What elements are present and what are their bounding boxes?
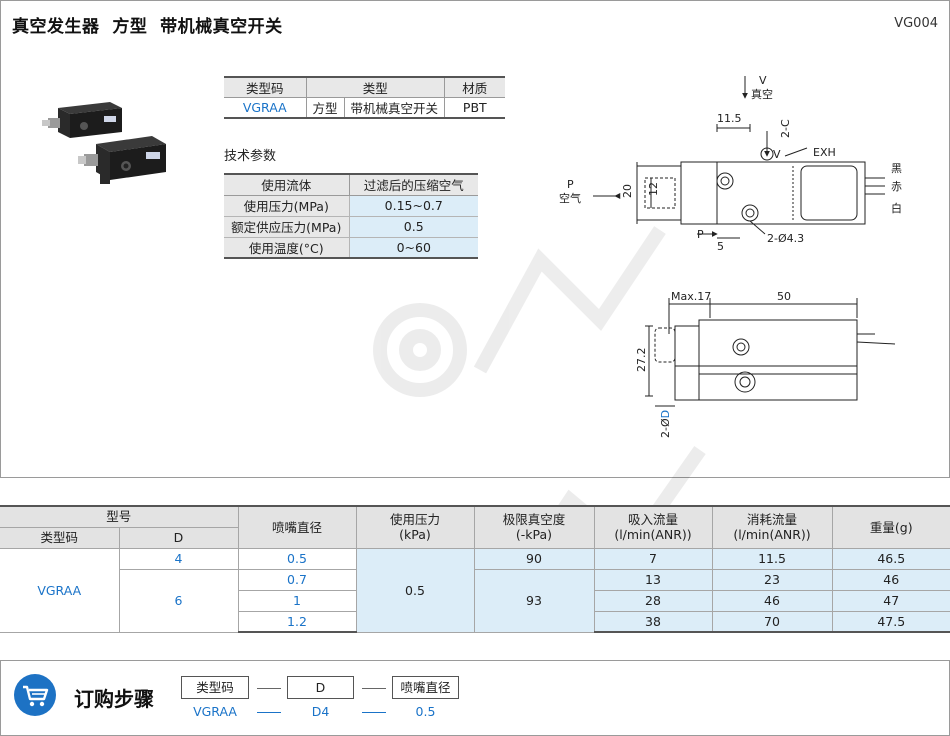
- col-vacuum: 极限真空度 (-kPa): [473, 505, 595, 549]
- col-suction: 吸入流量 (l/min(ANR)): [593, 505, 713, 549]
- spec-value: 0.5: [348, 216, 478, 238]
- suction-cell: 7: [593, 547, 713, 570]
- suction-cell: 28: [593, 589, 713, 612]
- material-header: 材质: [444, 76, 505, 98]
- spec-header-fluid: 使用流体: [224, 173, 349, 196]
- nozzle-cell: 1.2: [238, 610, 357, 633]
- spec-value: 0.15~0.7: [348, 195, 478, 217]
- col-consumption: 消耗流量 (l/min(ANR)): [711, 505, 833, 549]
- spec-header-fluid-value: 过滤后的压缩空气: [348, 173, 478, 196]
- col-pressure: 使用压力 (kPa): [355, 505, 475, 549]
- tech-params-label: 技术参数: [224, 149, 277, 164]
- product-unit-front: [78, 136, 166, 184]
- label-red: 赤: [891, 180, 902, 193]
- material-value: PBT: [444, 97, 505, 119]
- spec-value: 0~60: [348, 237, 478, 259]
- weight-cell: 47.5: [831, 610, 950, 633]
- order-example-nozzle: 0.5: [415, 704, 436, 719]
- order-example-connector: [362, 712, 386, 713]
- type-code-cell: VGRAA: [0, 547, 120, 633]
- d-cell: 6: [119, 568, 239, 633]
- dimension-drawing: V 真空 P 空气 11.5 2-C V EXH 黑 赤 白 20 12 P 5…: [559, 74, 902, 438]
- consumption-cell: 23: [711, 568, 833, 591]
- spec-key: 使用温度(°C): [224, 237, 349, 259]
- weight-cell: 47: [831, 589, 950, 612]
- type-switch-value: 带机械真空开关: [343, 97, 445, 119]
- dim-5: 5: [717, 240, 724, 253]
- consumption-cell: 11.5: [711, 547, 833, 570]
- label-air: 空气: [559, 191, 581, 205]
- label-exh: EXH: [813, 146, 836, 159]
- dim-2d-prefix: 2-Ø: [659, 418, 672, 438]
- col-type-code: 类型码: [0, 526, 120, 549]
- vacuum-cell: 90: [473, 547, 595, 570]
- dim-11-5: 11.5: [717, 112, 742, 125]
- order-box-nozzle: 喷嘴直径: [392, 676, 459, 699]
- suction-cell: 38: [593, 610, 713, 633]
- label-p: P: [567, 178, 574, 191]
- page-title: 真空发生器 方型 带机械真空开关: [12, 17, 283, 37]
- col-d: D: [118, 526, 238, 549]
- label-black: 黑: [891, 162, 902, 175]
- type-header: 类型: [305, 76, 445, 98]
- product-unit-back: [42, 102, 122, 138]
- label-vacuum: 真空: [751, 87, 773, 101]
- label-p-bottom: P: [697, 228, 704, 241]
- table-row: VGRAA 4 0.5 0.5 90 7 11.5 46.5: [0, 547, 950, 633]
- top-view-drawing: [593, 76, 885, 239]
- dim-2d: 2-ØD: [659, 410, 672, 438]
- spec-data-table: 型号 喷嘴直径 使用压力 (kPa) 极限真空度 (-kPa) 吸入流量 (l/…: [0, 505, 950, 633]
- spec-table: 使用流体 过滤后的压缩空气 使用压力(MPa) 0.15~0.7 额定供应压力(…: [224, 173, 478, 259]
- order-example-connector: [257, 712, 281, 713]
- catalog-code: VG004: [894, 16, 938, 31]
- pressure-cell: 0.5: [355, 547, 475, 633]
- type-shape-value: 方型: [305, 97, 345, 119]
- order-box-type-code: 类型码: [181, 676, 249, 699]
- table-row: 1 28 46 47: [0, 589, 950, 612]
- vacuum-cell: 93: [473, 568, 595, 633]
- weight-cell: 46.5: [831, 547, 950, 570]
- dim-12: 12: [647, 182, 660, 196]
- cart-icon: [14, 674, 56, 716]
- consumption-cell: 46: [711, 589, 833, 612]
- type-code-header: 类型码: [224, 76, 306, 98]
- nozzle-cell: 0.5: [237, 547, 357, 570]
- weight-cell: 46: [831, 568, 950, 591]
- order-connector: [362, 688, 386, 689]
- front-view-drawing: [645, 298, 896, 407]
- order-steps-title: 订购步骤: [74, 687, 154, 711]
- nozzle-cell: 0.7: [237, 568, 357, 591]
- col-weight: 重量(g): [831, 505, 950, 549]
- dim-max17: Max.17: [671, 290, 711, 303]
- order-connector: [257, 688, 281, 689]
- order-box-d: D: [287, 676, 354, 699]
- order-example-d: D4: [311, 704, 330, 719]
- product-photo: [42, 102, 166, 184]
- dim-50: 50: [777, 290, 791, 303]
- label-v-top: V: [759, 74, 767, 87]
- label-2c: 2-C: [779, 119, 792, 138]
- spec-key: 额定供应压力(MPa): [224, 216, 349, 238]
- suction-cell: 13: [593, 568, 713, 591]
- dim-2d-d: D: [659, 410, 672, 418]
- type-table: 类型码 类型 材质 VGRAA 方型 带机械真空开关 PBT: [224, 76, 505, 119]
- col-nozzle: 喷嘴直径: [237, 505, 357, 549]
- dim-20: 20: [621, 184, 634, 198]
- table-row: 1.2 38 70 47.5: [0, 610, 950, 633]
- consumption-cell: 70: [711, 610, 833, 633]
- table-row: 6 0.7 93 13 23 46: [0, 568, 950, 633]
- order-example-type-code: VGRAA: [193, 704, 237, 719]
- label-v-mid: V: [773, 148, 781, 161]
- nozzle-cell: 1: [238, 589, 357, 612]
- model-group-header: 型号: [0, 505, 239, 528]
- dim-27-2: 27.2: [635, 348, 648, 373]
- label-white: 白: [891, 201, 902, 215]
- type-code-value: VGRAA: [224, 97, 306, 119]
- d-cell: 4: [118, 547, 239, 570]
- label-hole: 2-Ø4.3: [767, 232, 804, 245]
- spec-key: 使用压力(MPa): [224, 195, 349, 217]
